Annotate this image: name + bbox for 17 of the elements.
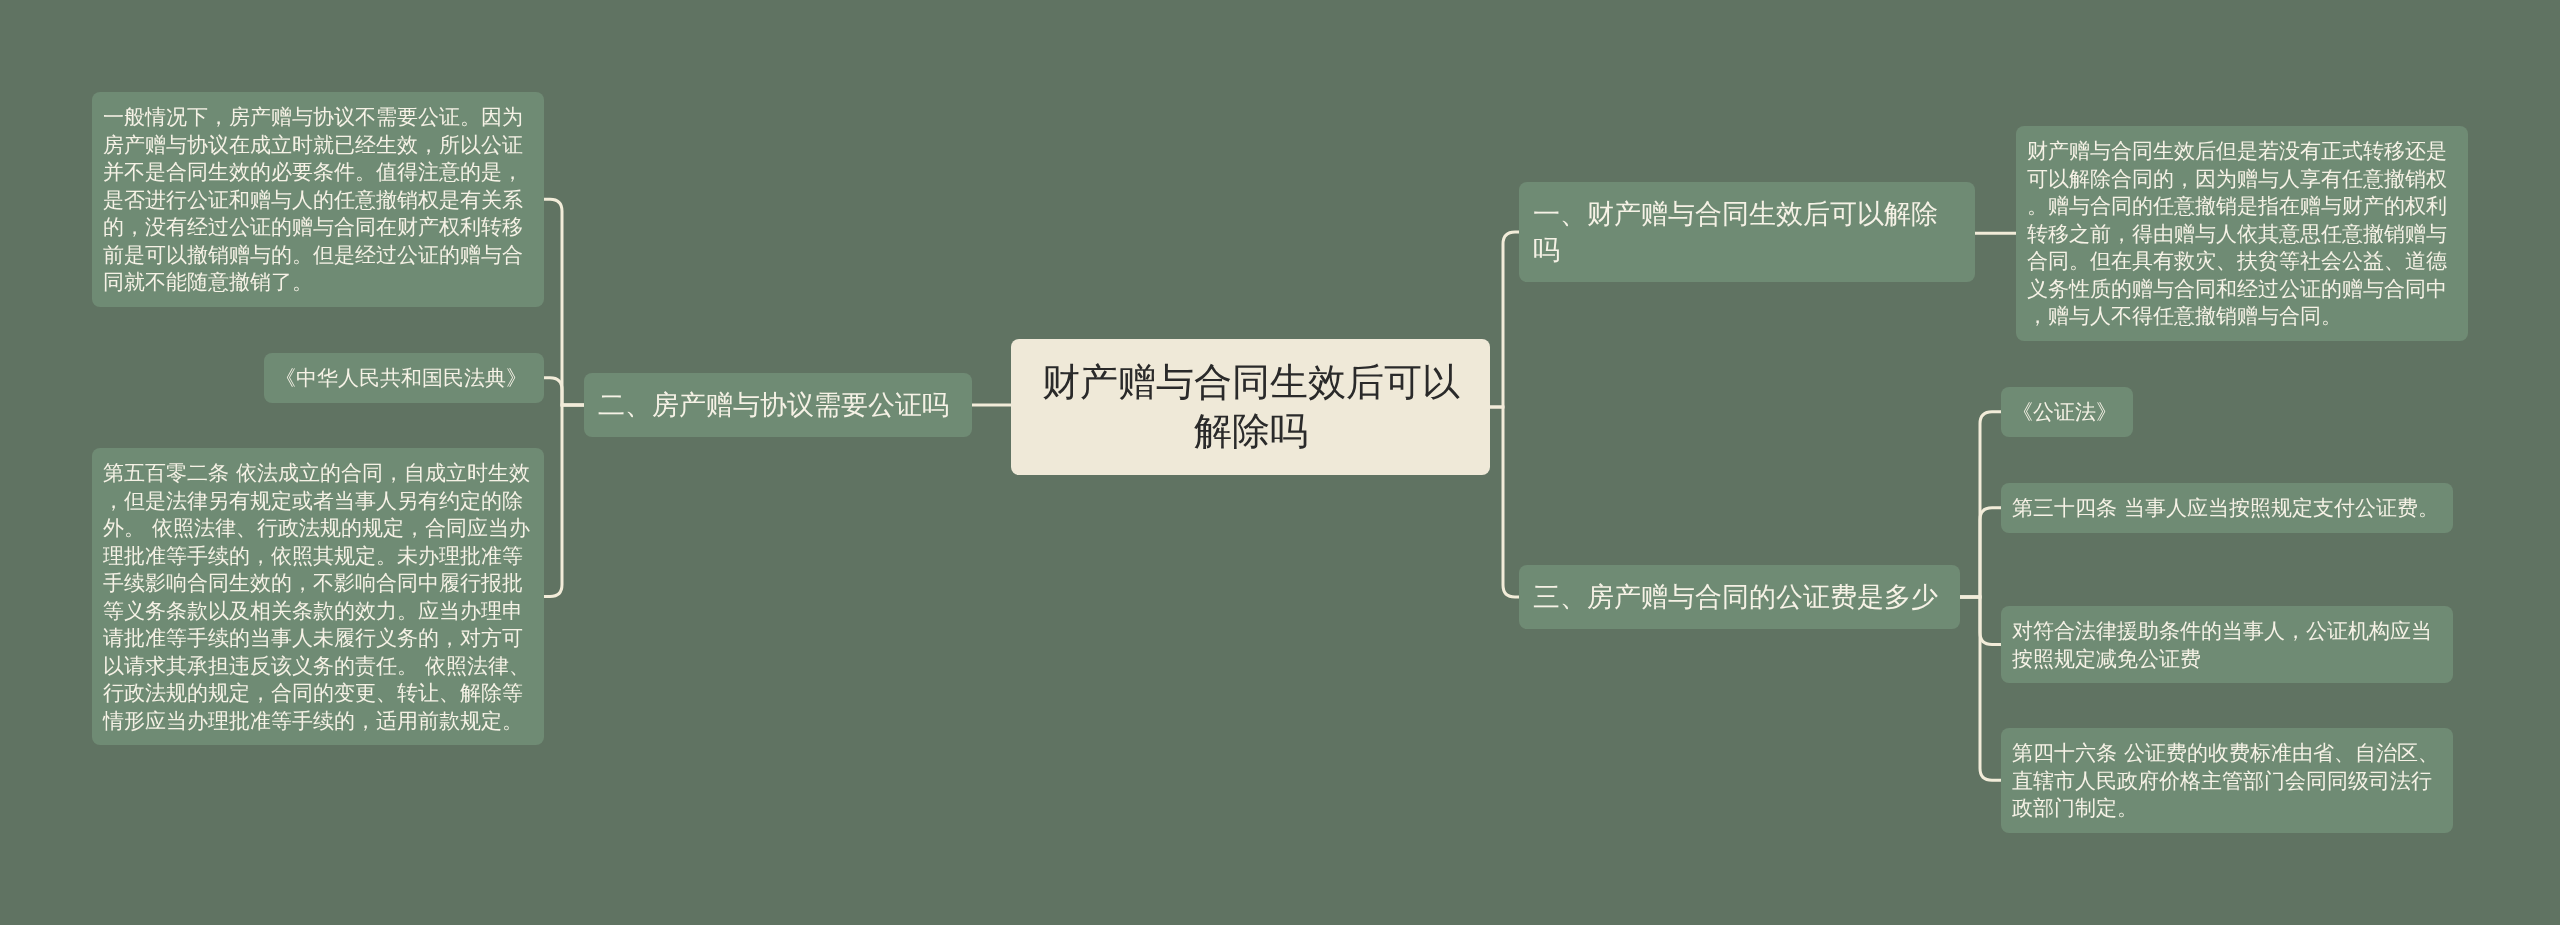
topic-box: 一、财产赠与合同生效后可以解除吗 bbox=[1519, 182, 1975, 282]
note-box: 第五百零二条 依法成立的合同，自成立时生效，但是法律另有规定或者当事人另有约定的除外。 依照法律、行政法规的规定，合同应当办理批准等手续的，依照其规定。未办理批准等手续影响合同生效的，不影响合同中履行报批等义务条款以及相关条款的效力。应当办理申请批准等手续的当事人未履行义务的，对方可以请求其承担违反该义务的责任。 依照法律、行政法规的规定，合同的变更、转让、解除等情形应当办理批准等手续的，适用前款规定。 bbox=[92, 448, 544, 745]
note-box: 《中华人民共和国民法典》 bbox=[264, 353, 544, 403]
connector-line bbox=[1488, 405, 1521, 599]
topic-box: 二、房产赠与协议需要公证吗 bbox=[584, 373, 972, 437]
connector-line bbox=[1973, 231, 2018, 235]
note-box: 第四十六条 公证费的收费标准由省、自治区、直辖市人民政府价格主管部门会同同级司法行政部门制定。 bbox=[2001, 728, 2453, 833]
connector-line bbox=[542, 403, 586, 598]
note-box: 《公证法》 bbox=[2001, 387, 2133, 437]
note-box: 第三十四条 当事人应当按照规定支付公证费。 bbox=[2001, 483, 2453, 533]
topic-box: 三、房产赠与合同的公证费是多少 bbox=[1519, 565, 1960, 629]
note-box: 财产赠与合同生效后但是若没有正式转移还是可以解除合同的，因为赠与人享有任意撤销权。赠与合同的任意撤销是指在赠与财产的权利转移之前，得由赠与人依其意思任意撤销赠与合同。但在具有救灾、扶贫等社会公益、道德义务性质的赠与合同和经过公证的赠与合同中，赠与人不得任意撤销赠与合同。 bbox=[2016, 126, 2468, 341]
connector-line bbox=[970, 403, 1013, 407]
connector-line bbox=[1958, 595, 2003, 782]
central-topic-box: 财产赠与合同生效后可以解除吗 bbox=[1011, 339, 1490, 475]
note-box: 对符合法律援助条件的当事人，公证机构应当按照规定减免公证费 bbox=[2001, 606, 2453, 683]
note-box: 一般情况下，房产赠与协议不需要公证。因为房产赠与协议在成立时就已经生效，所以公证并不是合同生效的必要条件。值得注意的是，是否进行公证和赠与人的任意撤销权是有关系的，没有经过公证的赠与合同在财产权利转移前是可以撤销赠与的。但是经过公证的赠与合同就不能随意撤销了。 bbox=[92, 92, 544, 307]
